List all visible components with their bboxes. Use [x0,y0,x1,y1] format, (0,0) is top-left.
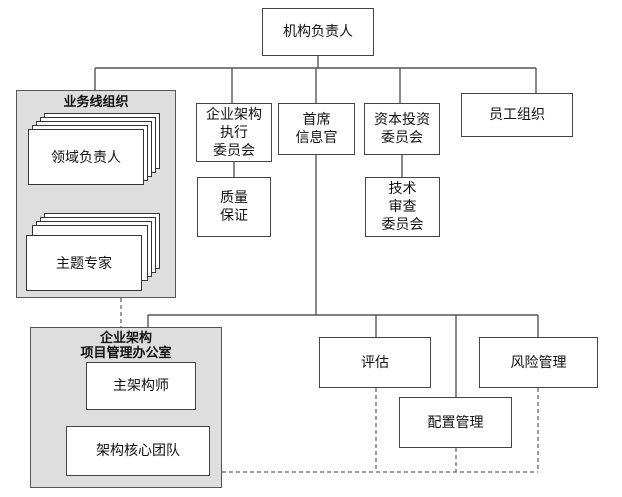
assessment-box[interactable]: 评估 [319,337,431,388]
ea-exec-committee-line1: 企业架构 [206,106,262,123]
cio-box[interactable]: 首席 信息官 [278,103,355,155]
tech-review-line2: 审查 [388,199,417,215]
chief-architect-box[interactable]: 主架构师 [86,362,196,410]
risk-management-label: 风险管理 [510,354,567,371]
org-head-box[interactable]: 机构负责人 [262,8,374,56]
config-management-box[interactable]: 配置管理 [399,397,512,448]
config-management-label: 配置管理 [427,414,484,431]
ea-exec-committee-box[interactable]: 企业架构 执行 委员会 [196,103,272,162]
ea-pmo-title-line1: 企业架构 [99,331,152,346]
domain-owner-box[interactable]: 领域负责人 [28,129,144,185]
ea-exec-committee-line2: 执行 [220,124,248,141]
tech-review-line1: 技术 [388,181,417,197]
ea-core-team-label: 架构核心团队 [96,443,180,459]
capital-committee-line2: 委员会 [381,130,423,146]
ea-pmo-title-line2: 项目管理办公室 [80,346,172,361]
cio-line2: 信息官 [295,130,338,146]
subject-expert-box[interactable]: 主题专家 [26,235,142,291]
staff-org-box[interactable]: 员工组织 [461,93,573,137]
tech-review-committee-box[interactable]: 技术 审查 委员会 [365,177,440,237]
tech-review-line3: 委员会 [381,217,424,233]
subject-expert-label: 主题专家 [56,256,112,272]
chief-architect-label: 主架构师 [113,378,169,394]
staff-org-label: 员工组织 [489,107,545,123]
capital-committee-line1: 资本投资 [374,112,430,128]
org-head-label: 机构负责人 [283,24,353,40]
risk-management-box[interactable]: 风险管理 [479,337,598,388]
domain-owner-label: 领域负责人 [51,150,121,166]
cio-line1: 首席 [302,112,331,128]
capital-committee-box[interactable]: 资本投资 委员会 [364,103,440,155]
quality-line1: 质量 [220,190,248,206]
quality-assurance-box[interactable]: 质量 保证 [197,177,271,237]
ea-exec-committee-line3: 委员会 [213,142,255,159]
quality-line2: 保证 [220,208,248,224]
ea-core-team-box[interactable]: 架构核心团队 [66,426,210,476]
assessment-label: 评估 [361,354,389,371]
business-line-title: 业务线组织 [63,95,129,110]
